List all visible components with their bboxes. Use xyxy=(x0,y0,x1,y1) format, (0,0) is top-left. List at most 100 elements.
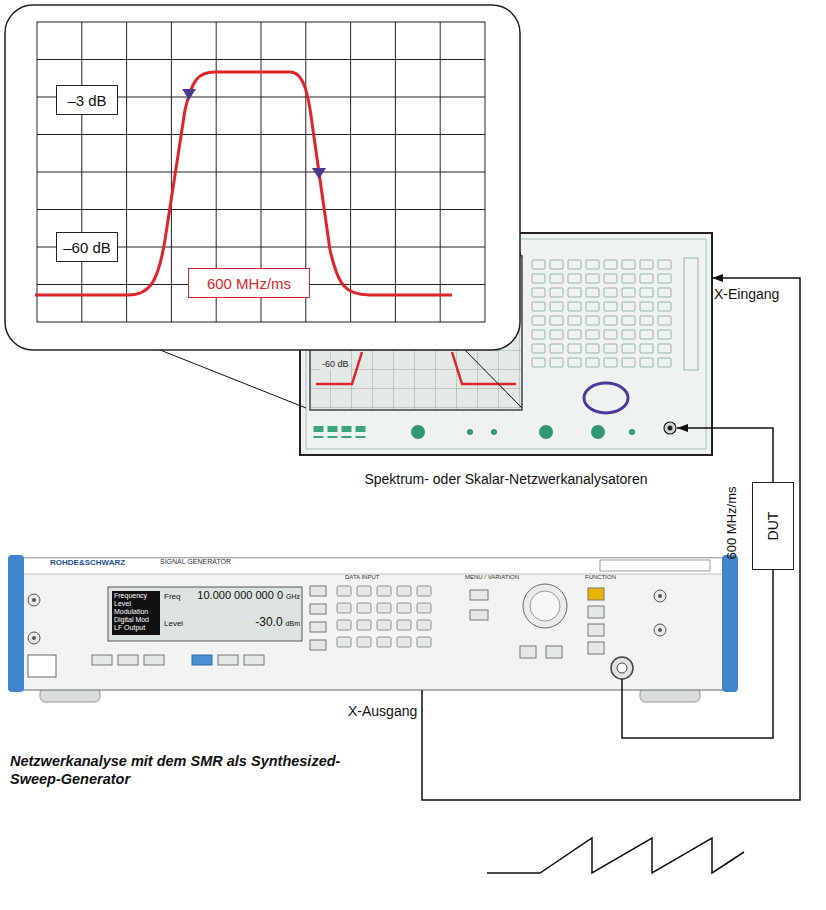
signal-generator-drawing-part xyxy=(28,594,40,606)
menu-item: Modulation xyxy=(114,608,148,616)
signal-generator-drawing-part xyxy=(8,555,24,692)
arrowhead xyxy=(712,274,723,282)
menu-item-holder: Modulation xyxy=(114,608,148,616)
screen-text-holder: -60 dB xyxy=(320,359,351,370)
sweep-rate-box: 600 MHz/ms xyxy=(188,268,310,298)
display-unit: dBm xyxy=(286,620,300,628)
spectrum-analyzer-drawing-part xyxy=(664,422,676,434)
signal-generator-drawing-part xyxy=(32,598,36,602)
signal-generator-drawing-part xyxy=(108,587,302,641)
caption-holder: Netzwerkanalyse mit dem SMR als Synthesi… xyxy=(10,752,375,788)
zoom-lines-part xyxy=(150,346,306,408)
signal-generator-drawing xyxy=(8,555,738,702)
menu-item-holder: Frequency xyxy=(114,592,147,600)
signal-generator-drawing-part xyxy=(600,560,710,571)
signal-generator-drawing-part xyxy=(722,555,738,692)
spectrum-analyzer-drawing-part xyxy=(629,429,635,435)
signal-generator-drawing-part xyxy=(22,558,724,574)
panel-section-label: FUNCTION xyxy=(585,574,616,581)
panel-section-label: MENU / VARIATION xyxy=(465,574,519,581)
spectrum-analyzer-drawing-part xyxy=(316,352,362,384)
connector-line xyxy=(622,570,773,738)
signal-generator-drawing-part xyxy=(92,655,112,665)
signal-generator-drawing-part xyxy=(658,628,662,632)
menu-item: Level xyxy=(114,600,131,608)
screen-text: -60 dB xyxy=(320,359,351,370)
signal-generator-drawing-part xyxy=(588,642,604,654)
box-label: DUT xyxy=(765,512,781,541)
menu-item-holder: Digital Mod xyxy=(114,616,149,624)
dut-box: DUT xyxy=(752,482,794,570)
menu-item-holder: LF Output xyxy=(114,624,145,632)
spectrum-analyzer-drawing-part xyxy=(539,425,553,439)
zoom-display-part xyxy=(5,5,520,350)
spectrum-analyzer-drawing-part xyxy=(584,383,628,413)
signal-generator-drawing-part xyxy=(32,636,36,640)
zoom-display-part xyxy=(35,72,452,295)
signal-generator-drawing-part xyxy=(310,622,326,632)
display-text: Level xyxy=(164,619,183,629)
connector xyxy=(677,424,773,482)
zoom-display-part xyxy=(37,22,485,322)
figure-caption: Netzwerkanalyse mit dem SMR als Synthesi… xyxy=(10,752,375,788)
zoom-lines-part xyxy=(460,345,522,408)
signal-generator-drawing-part xyxy=(28,655,56,677)
zoom-display-part xyxy=(312,168,326,179)
spectrum-analyzer-drawing-part xyxy=(491,429,497,435)
spectrum-analyzer-drawing-part xyxy=(467,429,473,435)
signal-generator-drawing-part xyxy=(144,655,164,665)
signal-generator-drawing-part xyxy=(588,588,604,600)
display-row: Freq 10.000 000 000 0GHz xyxy=(164,589,300,602)
device-name: SIGNAL GENERATOR xyxy=(160,558,231,566)
spectrum-analyzer-drawing-part xyxy=(411,425,425,439)
signal-generator-drawing-part xyxy=(310,640,326,650)
connector-line xyxy=(677,428,773,482)
device-caption: Spektrum- oder Skalar-Netzwerkanalysator… xyxy=(300,471,712,488)
zoom-display-part xyxy=(37,22,485,322)
panel-section-label: DATA INPUT xyxy=(345,574,379,581)
sawtooth-signal xyxy=(487,838,744,873)
connector-line xyxy=(422,278,800,800)
panel-section-label-holder: MENU / VARIATION xyxy=(465,574,519,581)
display-text: Freq xyxy=(164,592,180,602)
spectrum-analyzer-drawing-part xyxy=(530,258,674,370)
port-label-holder: X-Ausgang xyxy=(348,702,417,720)
display-value: 10.000 000 000 0 xyxy=(197,589,283,602)
spectrum-analyzer-drawing-part xyxy=(668,426,673,431)
brand-name: ROHDE&SCHWARZ xyxy=(50,558,125,568)
port-label: X-Ausgang xyxy=(348,703,417,719)
signal-generator-drawing-part xyxy=(192,655,212,665)
arrowhead xyxy=(677,424,688,432)
signal-generator-drawing-part xyxy=(118,655,138,665)
device-caption-holder: Spektrum- oder Skalar-Netzwerkanalysator… xyxy=(300,471,712,488)
sweep-rate-label: 600 MHz/ms xyxy=(724,487,739,560)
device-name-holder: SIGNAL GENERATOR xyxy=(160,558,231,566)
signal-generator-drawing-part xyxy=(654,590,666,602)
signal-generator-drawing-part xyxy=(310,586,326,596)
connector xyxy=(422,274,800,800)
signal-generator-drawing-part xyxy=(218,655,238,665)
signal-generator-drawing-part xyxy=(244,655,264,665)
menu-item: LF Output xyxy=(114,624,145,632)
box-label: –3 dB xyxy=(67,92,106,109)
box-label: 600 MHz/ms xyxy=(207,275,291,292)
sawtooth-signal-part xyxy=(487,838,744,873)
panel-section-label-holder: FUNCTION xyxy=(585,574,616,581)
signal-generator-drawing-part xyxy=(112,591,160,635)
display-unit: GHz xyxy=(286,593,300,601)
signal-generator-drawing-part xyxy=(22,558,724,690)
spectrum-analyzer-drawing-part xyxy=(312,424,368,438)
panel-section-label-holder: DATA INPUT xyxy=(345,574,379,581)
display-value: -30.0 xyxy=(255,615,282,629)
level-label-box: –60 dB xyxy=(56,232,118,262)
menu-item: Frequency xyxy=(114,592,147,600)
signal-generator-drawing-part xyxy=(658,594,662,598)
brand-name-holder: ROHDE&SCHWARZ xyxy=(50,558,125,568)
menu-item: Digital Mod xyxy=(114,616,149,624)
signal-generator-drawing-part xyxy=(546,646,562,658)
signal-generator-drawing-part xyxy=(611,657,633,679)
spectrum-analyzer-drawing-part xyxy=(591,425,605,439)
signal-generator-drawing-part xyxy=(28,632,40,644)
level-label-box: –3 dB xyxy=(56,85,118,115)
